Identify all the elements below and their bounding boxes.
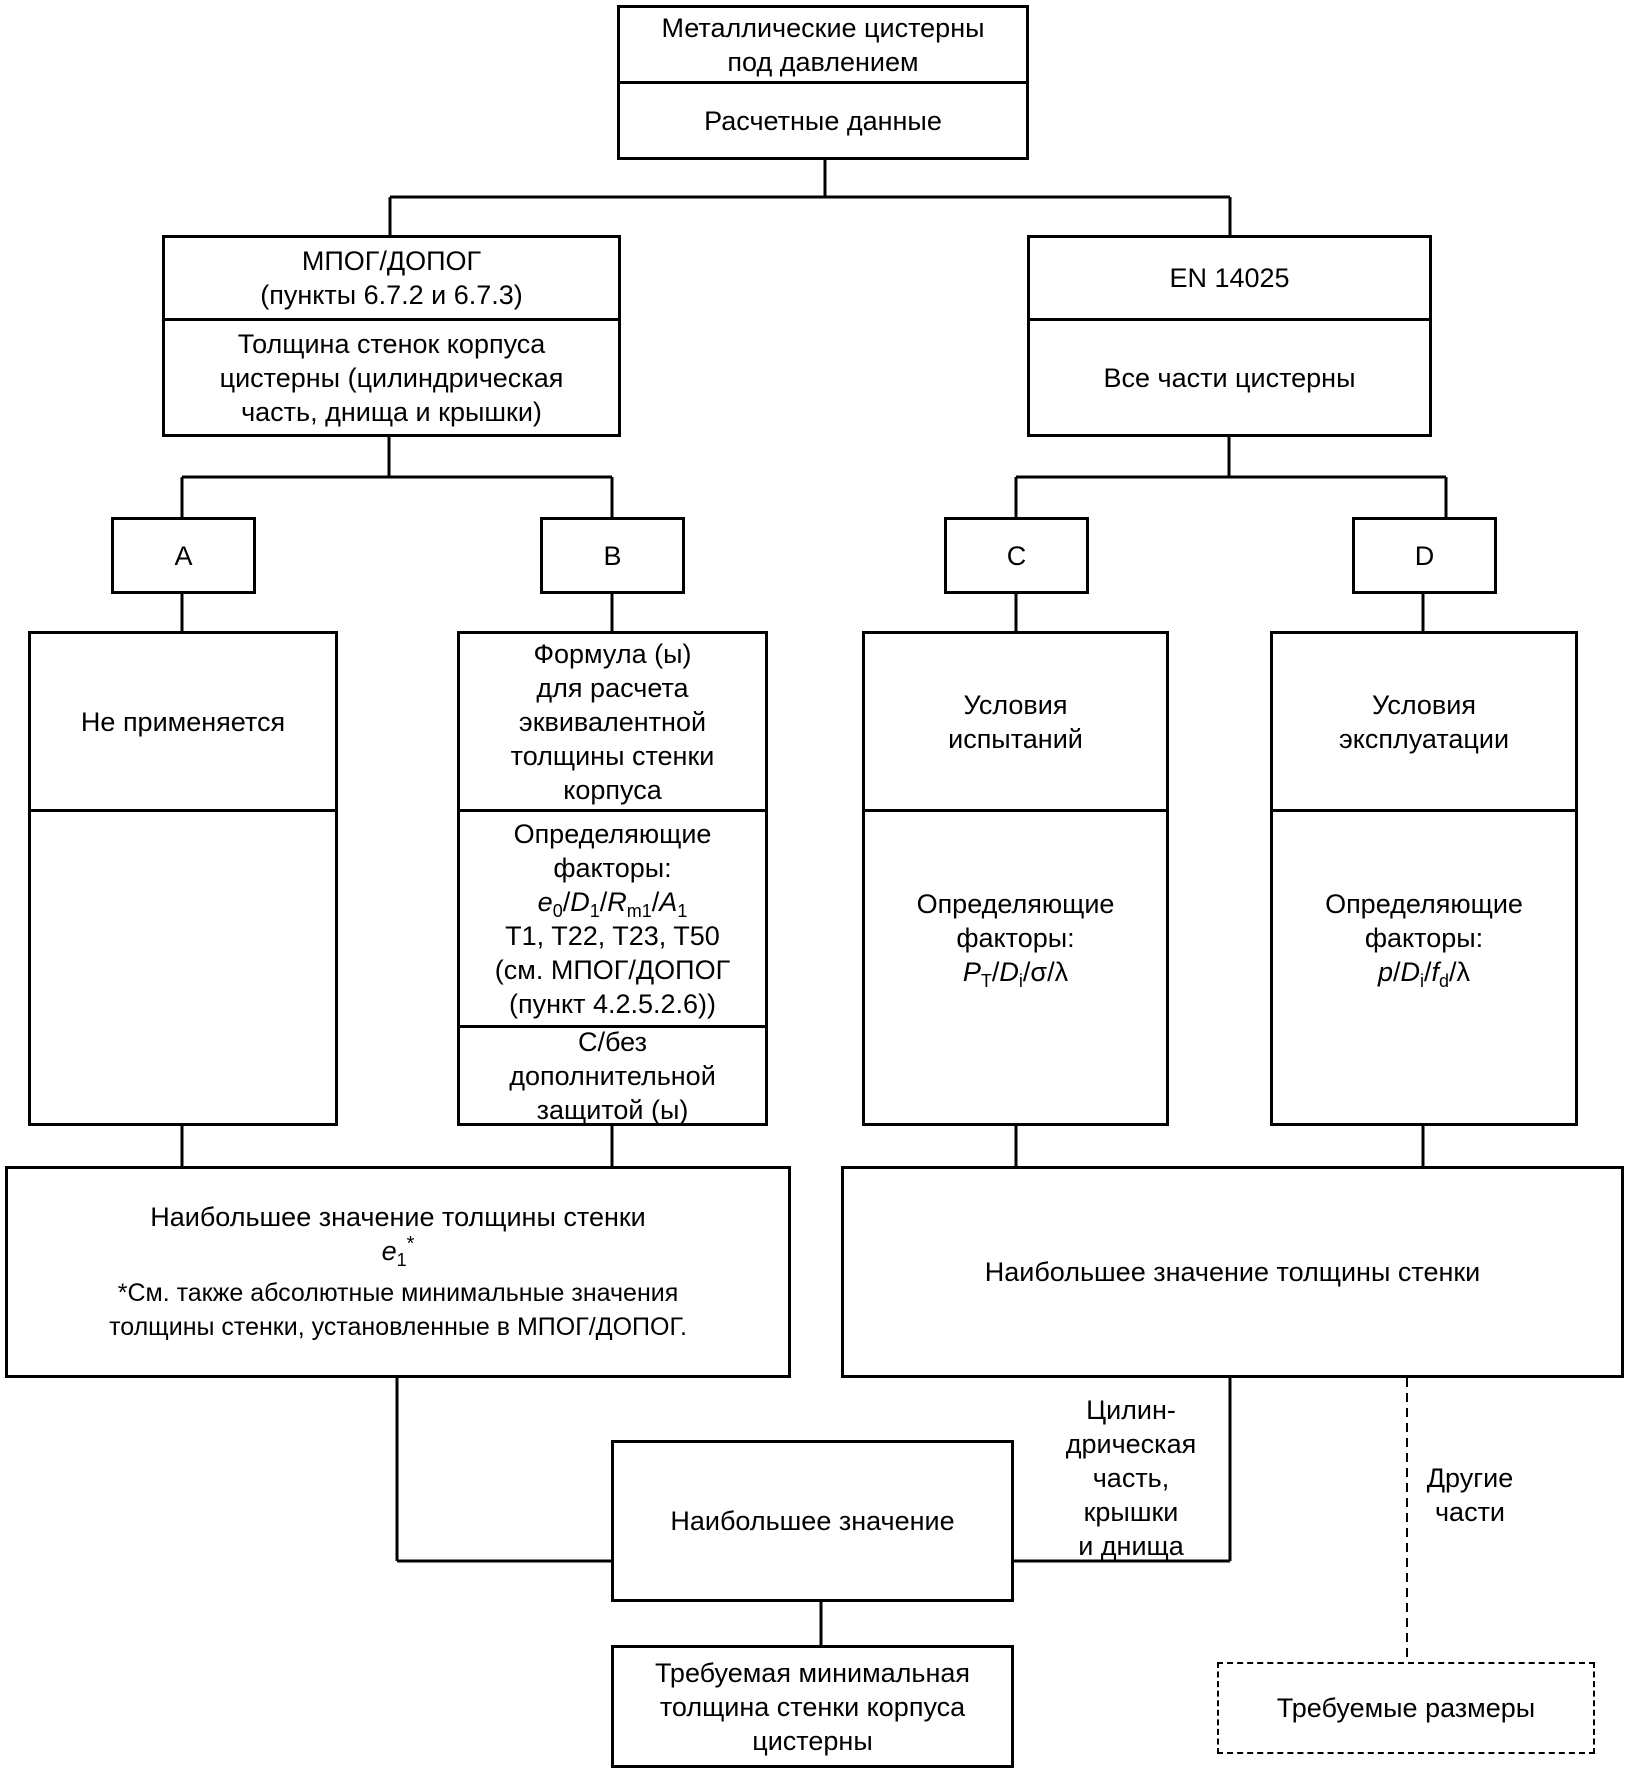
letter-box-a: A bbox=[111, 517, 256, 594]
left-result-content: Наибольшее значение толщины стенки e1* *… bbox=[109, 1202, 687, 1341]
column-a-box: Не применяется bbox=[28, 631, 338, 1126]
column-b-factors: Определяющие факторы: e0/D1/Rm1/A1 T1, T… bbox=[460, 809, 765, 1025]
en-14025-title: EN 14025 bbox=[1169, 263, 1290, 293]
right-result-content: Наибольшее значение толщины стенки bbox=[984, 1257, 1481, 1287]
label-other-parts: Другие части bbox=[1426, 1463, 1514, 1527]
column-b-box: Формула (ы) для расчета эквивалентной то… bbox=[457, 631, 768, 1126]
left-result-note: *См. также абсолютные минимальные значен… bbox=[117, 1279, 679, 1307]
rid-adr-body: Толщина стенок корпуса цистерны (цилиндр… bbox=[165, 318, 618, 434]
column-a-not-applicable: Не применяется bbox=[80, 706, 286, 737]
en-14025-body: Все части цистерны bbox=[1030, 318, 1429, 434]
letter-box-c: C bbox=[944, 517, 1089, 594]
letter-box-b: B bbox=[540, 517, 685, 594]
left-result-box: Наибольшее значение толщины стенки e1* *… bbox=[5, 1166, 791, 1378]
column-d-operating-conditions: Условия эксплуатации bbox=[1338, 689, 1510, 754]
root-subtitle: Расчетные данные bbox=[620, 81, 1026, 157]
max-value-box: Наибольшее значение bbox=[611, 1440, 1014, 1602]
left-result-e1: e1* bbox=[381, 1233, 415, 1270]
required-min-thickness-text: Требуемая минимальная толщина стенки кор… bbox=[654, 1657, 971, 1756]
column-c-box: Условия испытаний Определяющие факторы: … bbox=[862, 631, 1169, 1126]
column-c-factor-formula: PT/Di/σ/λ bbox=[962, 956, 1069, 991]
column-c-factors: Определяющие факторы: PT/Di/σ/λ bbox=[865, 809, 1166, 1123]
rid-adr-title: МПОГ/ДОПОГ (пункты 6.7.2 и 6.7.3) bbox=[260, 246, 523, 310]
en-14025-box: EN 14025 Все части цистерны bbox=[1027, 235, 1432, 437]
column-d-box: Условия эксплуатации Определяющие фактор… bbox=[1270, 631, 1578, 1126]
root-box: Металлические цистерны под давлением Рас… bbox=[617, 5, 1029, 160]
letter-box-d: D bbox=[1352, 517, 1497, 594]
rid-adr-box: МПОГ/ДОПОГ (пункты 6.7.2 и 6.7.3) Толщин… bbox=[162, 235, 621, 437]
column-d-factor-formula: p/Di/fd/λ bbox=[1377, 956, 1471, 991]
column-b-formula: Формула (ы) для расчета эквивалентной то… bbox=[510, 638, 715, 805]
column-d-factors: Определяющие факторы: p/Di/fd/λ bbox=[1273, 809, 1575, 1123]
column-b-protection: С/без дополнительной защитой (ы) bbox=[460, 1025, 765, 1125]
right-result-box: Наибольшее значение толщины стенки bbox=[841, 1166, 1624, 1378]
required-dimensions-box: Требуемые размеры bbox=[1217, 1662, 1595, 1754]
column-c-test-conditions: Условия испытаний bbox=[948, 689, 1083, 754]
required-min-thickness-box: Требуемая минимальная толщина стенки кор… bbox=[611, 1645, 1014, 1768]
column-b-factor-formula: e0/D1/Rm1/A1 bbox=[537, 886, 688, 921]
label-cylindrical-part: Цилин- дрическая часть, крышки и днища bbox=[1065, 1395, 1197, 1561]
root-title: Металлические цистерны под давлением bbox=[661, 12, 985, 77]
column-a-empty bbox=[31, 809, 335, 1123]
